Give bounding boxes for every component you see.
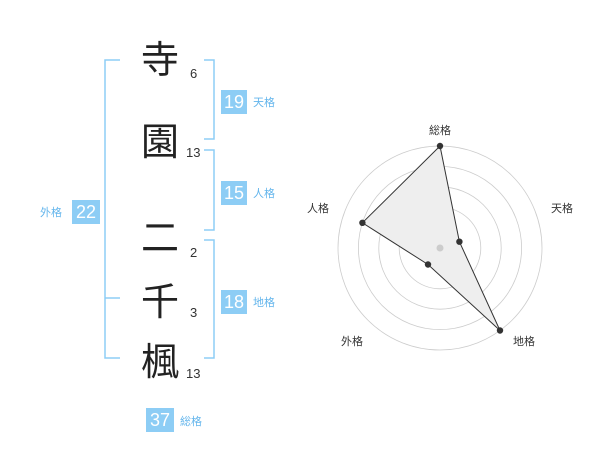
radar-center: [436, 244, 444, 252]
bracket-jinkaku: [204, 149, 215, 231]
radar-label-chikaku: 地格: [513, 335, 535, 348]
radar-point-3: [496, 327, 504, 334]
name-char-1: 寺: [140, 38, 179, 82]
radar-area: [361, 144, 501, 331]
stroke-count-2: 13: [186, 145, 201, 160]
name-char-5: 楓: [140, 340, 179, 384]
soukaku-label: 総格: [180, 415, 202, 428]
stroke-count-5: 13: [186, 366, 201, 381]
name-char-3: 二: [140, 216, 179, 260]
radar-point-2: [456, 238, 463, 245]
radar-point-1: [436, 142, 444, 150]
stroke-count-1: 6: [190, 66, 198, 81]
radar-label-jinkaku: 人格: [307, 202, 329, 215]
name-char-2: 園: [140, 120, 179, 164]
radar-label-tenkaku: 天格: [551, 202, 573, 215]
bracket-gaikaku: [104, 59, 120, 359]
name-char-4: 千: [140, 280, 179, 324]
radar-point-4: [424, 261, 432, 268]
gaikaku-value: 22: [72, 200, 100, 224]
tenkaku-value: 19: [221, 90, 247, 114]
chikaku-label: 地格: [253, 296, 275, 309]
jinkaku-label: 人格: [253, 187, 275, 200]
radar-points: [359, 142, 504, 334]
chikaku-value: 18: [221, 290, 247, 314]
soukaku-value: 37: [146, 408, 174, 432]
gaikaku-label: 外格: [40, 206, 62, 219]
radar-label-soukaku: 総格: [429, 124, 451, 137]
stroke-count-4: 3: [190, 305, 198, 320]
radar-point-5: [359, 219, 366, 226]
bracket-chikaku: [204, 239, 215, 359]
bracket-tenkaku: [204, 59, 215, 140]
jinkaku-value: 15: [221, 181, 247, 205]
stroke-count-3: 2: [190, 245, 198, 260]
radar-label-gaikaku: 外格: [341, 335, 363, 348]
tenkaku-label: 天格: [253, 96, 275, 109]
